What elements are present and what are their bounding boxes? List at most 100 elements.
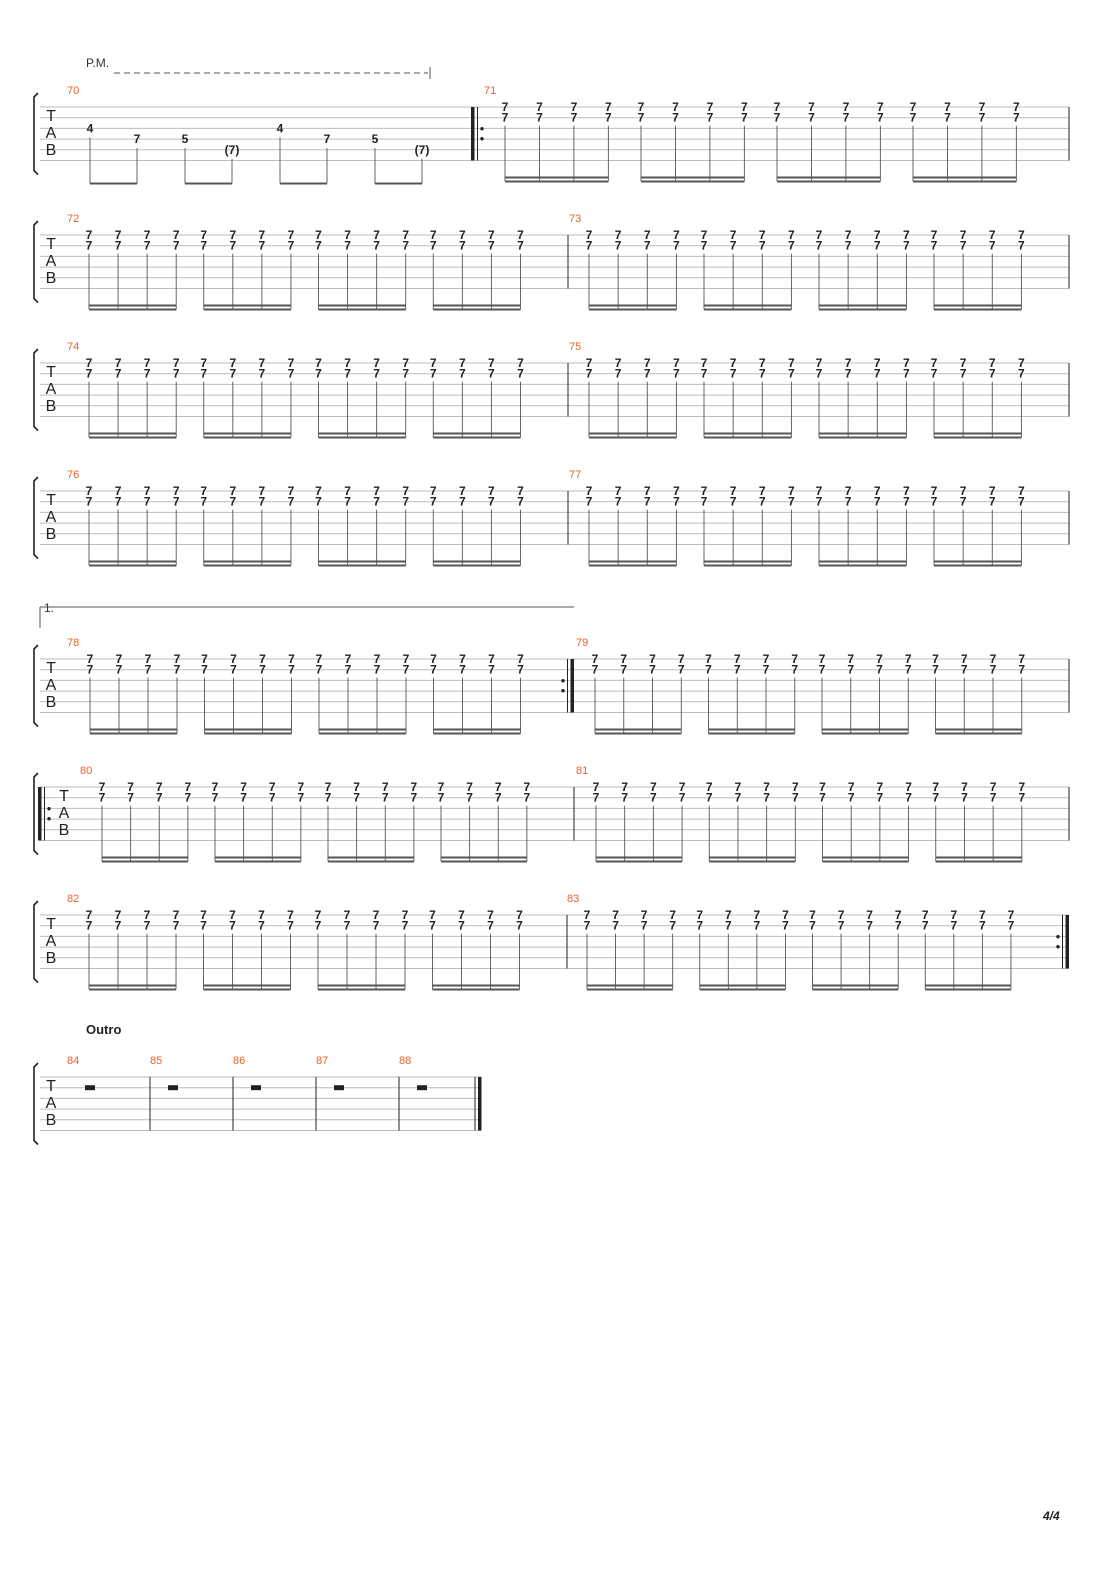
page-number: 4/4 bbox=[1043, 1509, 1060, 1523]
fret-number: 7 bbox=[173, 495, 180, 509]
fret-number: 7 bbox=[979, 100, 986, 114]
fret-number: 7 bbox=[621, 791, 628, 805]
fret-number: 7 bbox=[874, 495, 881, 509]
fret-number: 7 bbox=[730, 495, 737, 509]
fret-number: 7 bbox=[816, 484, 823, 498]
fret-number: 7 bbox=[288, 495, 295, 509]
fret-number: 7 bbox=[488, 228, 495, 242]
fret-number: 7 bbox=[644, 356, 651, 370]
fret-number: 7 bbox=[402, 908, 409, 922]
fret-number: 7 bbox=[374, 663, 381, 677]
tab-letter-b: B bbox=[46, 526, 57, 543]
fret-number: 7 bbox=[877, 791, 884, 805]
fret-number: 7 bbox=[344, 919, 351, 933]
fret-number: 7 bbox=[586, 356, 593, 370]
fret-number: 7 bbox=[843, 111, 850, 125]
repeat-dot bbox=[1056, 945, 1060, 949]
fret-number: 7 bbox=[641, 908, 648, 922]
fret-number: 7 bbox=[116, 652, 123, 666]
fret-number: 7 bbox=[669, 908, 676, 922]
fret-number: 7 bbox=[910, 111, 917, 125]
volta-label: 1. bbox=[44, 601, 54, 615]
fret-number: 7 bbox=[672, 100, 679, 114]
fret-number: 7 bbox=[402, 356, 409, 370]
fret-number: 7 bbox=[979, 919, 986, 933]
fret-number: 7 bbox=[288, 367, 295, 381]
fret-number: 7 bbox=[1018, 780, 1025, 794]
fret-number: 7 bbox=[402, 919, 409, 933]
fret-number: 7 bbox=[259, 239, 266, 253]
fret-number: 7 bbox=[774, 100, 781, 114]
fret-number: 7 bbox=[673, 239, 680, 253]
fret-number: 7 bbox=[989, 495, 996, 509]
repeat-end-thick-bar bbox=[570, 659, 574, 713]
fret-number: 7 bbox=[876, 652, 883, 666]
fret-number: 7 bbox=[989, 239, 996, 253]
fret-number: 7 bbox=[288, 228, 295, 242]
fret-number: 7 bbox=[669, 919, 676, 933]
tab-letter-a: A bbox=[46, 1095, 57, 1112]
fret-number: 7 bbox=[173, 367, 180, 381]
fret-number: (7) bbox=[225, 143, 240, 157]
fret-number: 7 bbox=[877, 780, 884, 794]
measure-number: 82 bbox=[67, 893, 79, 905]
fret-number: 7 bbox=[571, 111, 578, 125]
fret-number: 7 bbox=[809, 908, 816, 922]
fret-number: 7 bbox=[649, 652, 656, 666]
fret-number: 7 bbox=[298, 780, 305, 794]
fret-number: 7 bbox=[571, 100, 578, 114]
fret-number: 7 bbox=[584, 908, 591, 922]
fret-number: 7 bbox=[201, 663, 208, 677]
fret-number: 7 bbox=[344, 367, 351, 381]
fret-number: 7 bbox=[99, 791, 106, 805]
fret-number: 7 bbox=[788, 484, 795, 498]
tab-letter-t: T bbox=[46, 916, 56, 933]
fret-number: 7 bbox=[430, 356, 437, 370]
fret-number: 7 bbox=[620, 663, 627, 677]
fret-number: 7 bbox=[741, 111, 748, 125]
whole-rest bbox=[251, 1085, 261, 1091]
fret-number: 7 bbox=[1018, 228, 1025, 242]
tab-letter-b: B bbox=[46, 142, 57, 159]
system-bracket bbox=[33, 92, 39, 176]
repeat-dot bbox=[480, 137, 484, 141]
fret-number: 7 bbox=[200, 484, 207, 498]
fret-number: 7 bbox=[229, 908, 236, 922]
fret-number: 7 bbox=[754, 919, 761, 933]
fret-number: 7 bbox=[230, 652, 237, 666]
fret-number: 7 bbox=[315, 919, 322, 933]
fret-number: 7 bbox=[725, 908, 732, 922]
fret-number: 7 bbox=[230, 663, 237, 677]
fret-number: 7 bbox=[903, 239, 910, 253]
fret-number: 7 bbox=[487, 908, 494, 922]
fret-number: 7 bbox=[212, 780, 219, 794]
fret-number: 7 bbox=[315, 228, 322, 242]
fret-number: 7 bbox=[759, 367, 766, 381]
fret-number: 7 bbox=[705, 652, 712, 666]
fret-number: 7 bbox=[488, 663, 495, 677]
fret-number: 7 bbox=[734, 663, 741, 677]
fret-number: 7 bbox=[931, 495, 938, 509]
fret-number: 7 bbox=[144, 484, 151, 498]
fret-number: 7 bbox=[845, 484, 852, 498]
fret-number: 7 bbox=[763, 791, 770, 805]
fret-number: 7 bbox=[759, 495, 766, 509]
fret-number: 7 bbox=[517, 495, 524, 509]
fret-number: 7 bbox=[615, 356, 622, 370]
tab-letter-b: B bbox=[59, 822, 70, 839]
fret-number: 7 bbox=[838, 919, 845, 933]
fret-number: 7 bbox=[212, 791, 219, 805]
fret-number: 7 bbox=[734, 652, 741, 666]
fret-number: 7 bbox=[144, 239, 151, 253]
fret-number: 7 bbox=[517, 239, 524, 253]
fret-number: 7 bbox=[174, 652, 181, 666]
fret-number: 7 bbox=[791, 663, 798, 677]
fret-number: 7 bbox=[86, 228, 93, 242]
fret-number: 7 bbox=[524, 780, 531, 794]
fret-number: 7 bbox=[315, 495, 322, 509]
fret-number: 7 bbox=[315, 356, 322, 370]
fret-number: 7 bbox=[735, 791, 742, 805]
whole-rest bbox=[417, 1085, 427, 1091]
fret-number: 7 bbox=[877, 111, 884, 125]
